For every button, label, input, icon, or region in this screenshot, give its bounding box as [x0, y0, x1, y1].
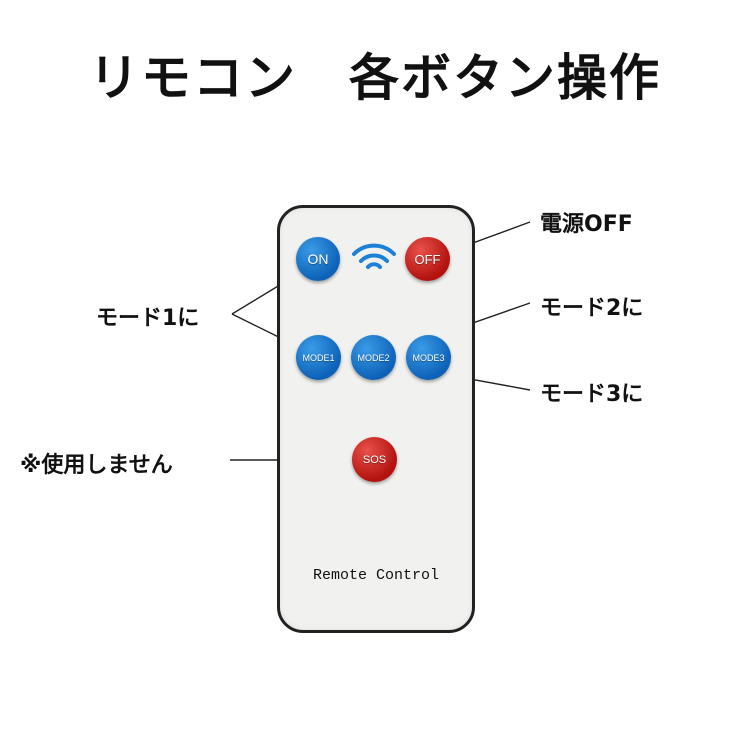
- mode1-button-label: MODE1: [302, 352, 335, 363]
- wifi-icon: [350, 240, 398, 276]
- callout-mode3: モード3に: [540, 382, 644, 407]
- on-button-label: ON: [307, 251, 329, 267]
- mode3-button[interactable]: MODE3: [406, 335, 451, 380]
- on-button[interactable]: ON: [296, 237, 340, 281]
- sos-button-label: SOS: [362, 453, 387, 466]
- mode2-button-label: MODE2: [357, 352, 390, 363]
- callout-sos: ※使用しません: [20, 453, 173, 478]
- mode2-button[interactable]: MODE2: [351, 335, 396, 380]
- callout-mode2: モード2に: [540, 296, 644, 321]
- off-button-label: OFF: [414, 251, 441, 267]
- sos-button[interactable]: SOS: [352, 437, 397, 482]
- callout-power-off: 電源OFF: [540, 212, 633, 237]
- callout-mode1: モード1に: [96, 306, 200, 331]
- page-title: リモコン 各ボタン操作: [89, 49, 661, 107]
- mode1-button[interactable]: MODE1: [296, 335, 341, 380]
- remote-brand-text: Remote Control: [312, 567, 440, 584]
- off-button[interactable]: OFF: [405, 237, 450, 281]
- mode3-button-label: MODE3: [412, 352, 445, 363]
